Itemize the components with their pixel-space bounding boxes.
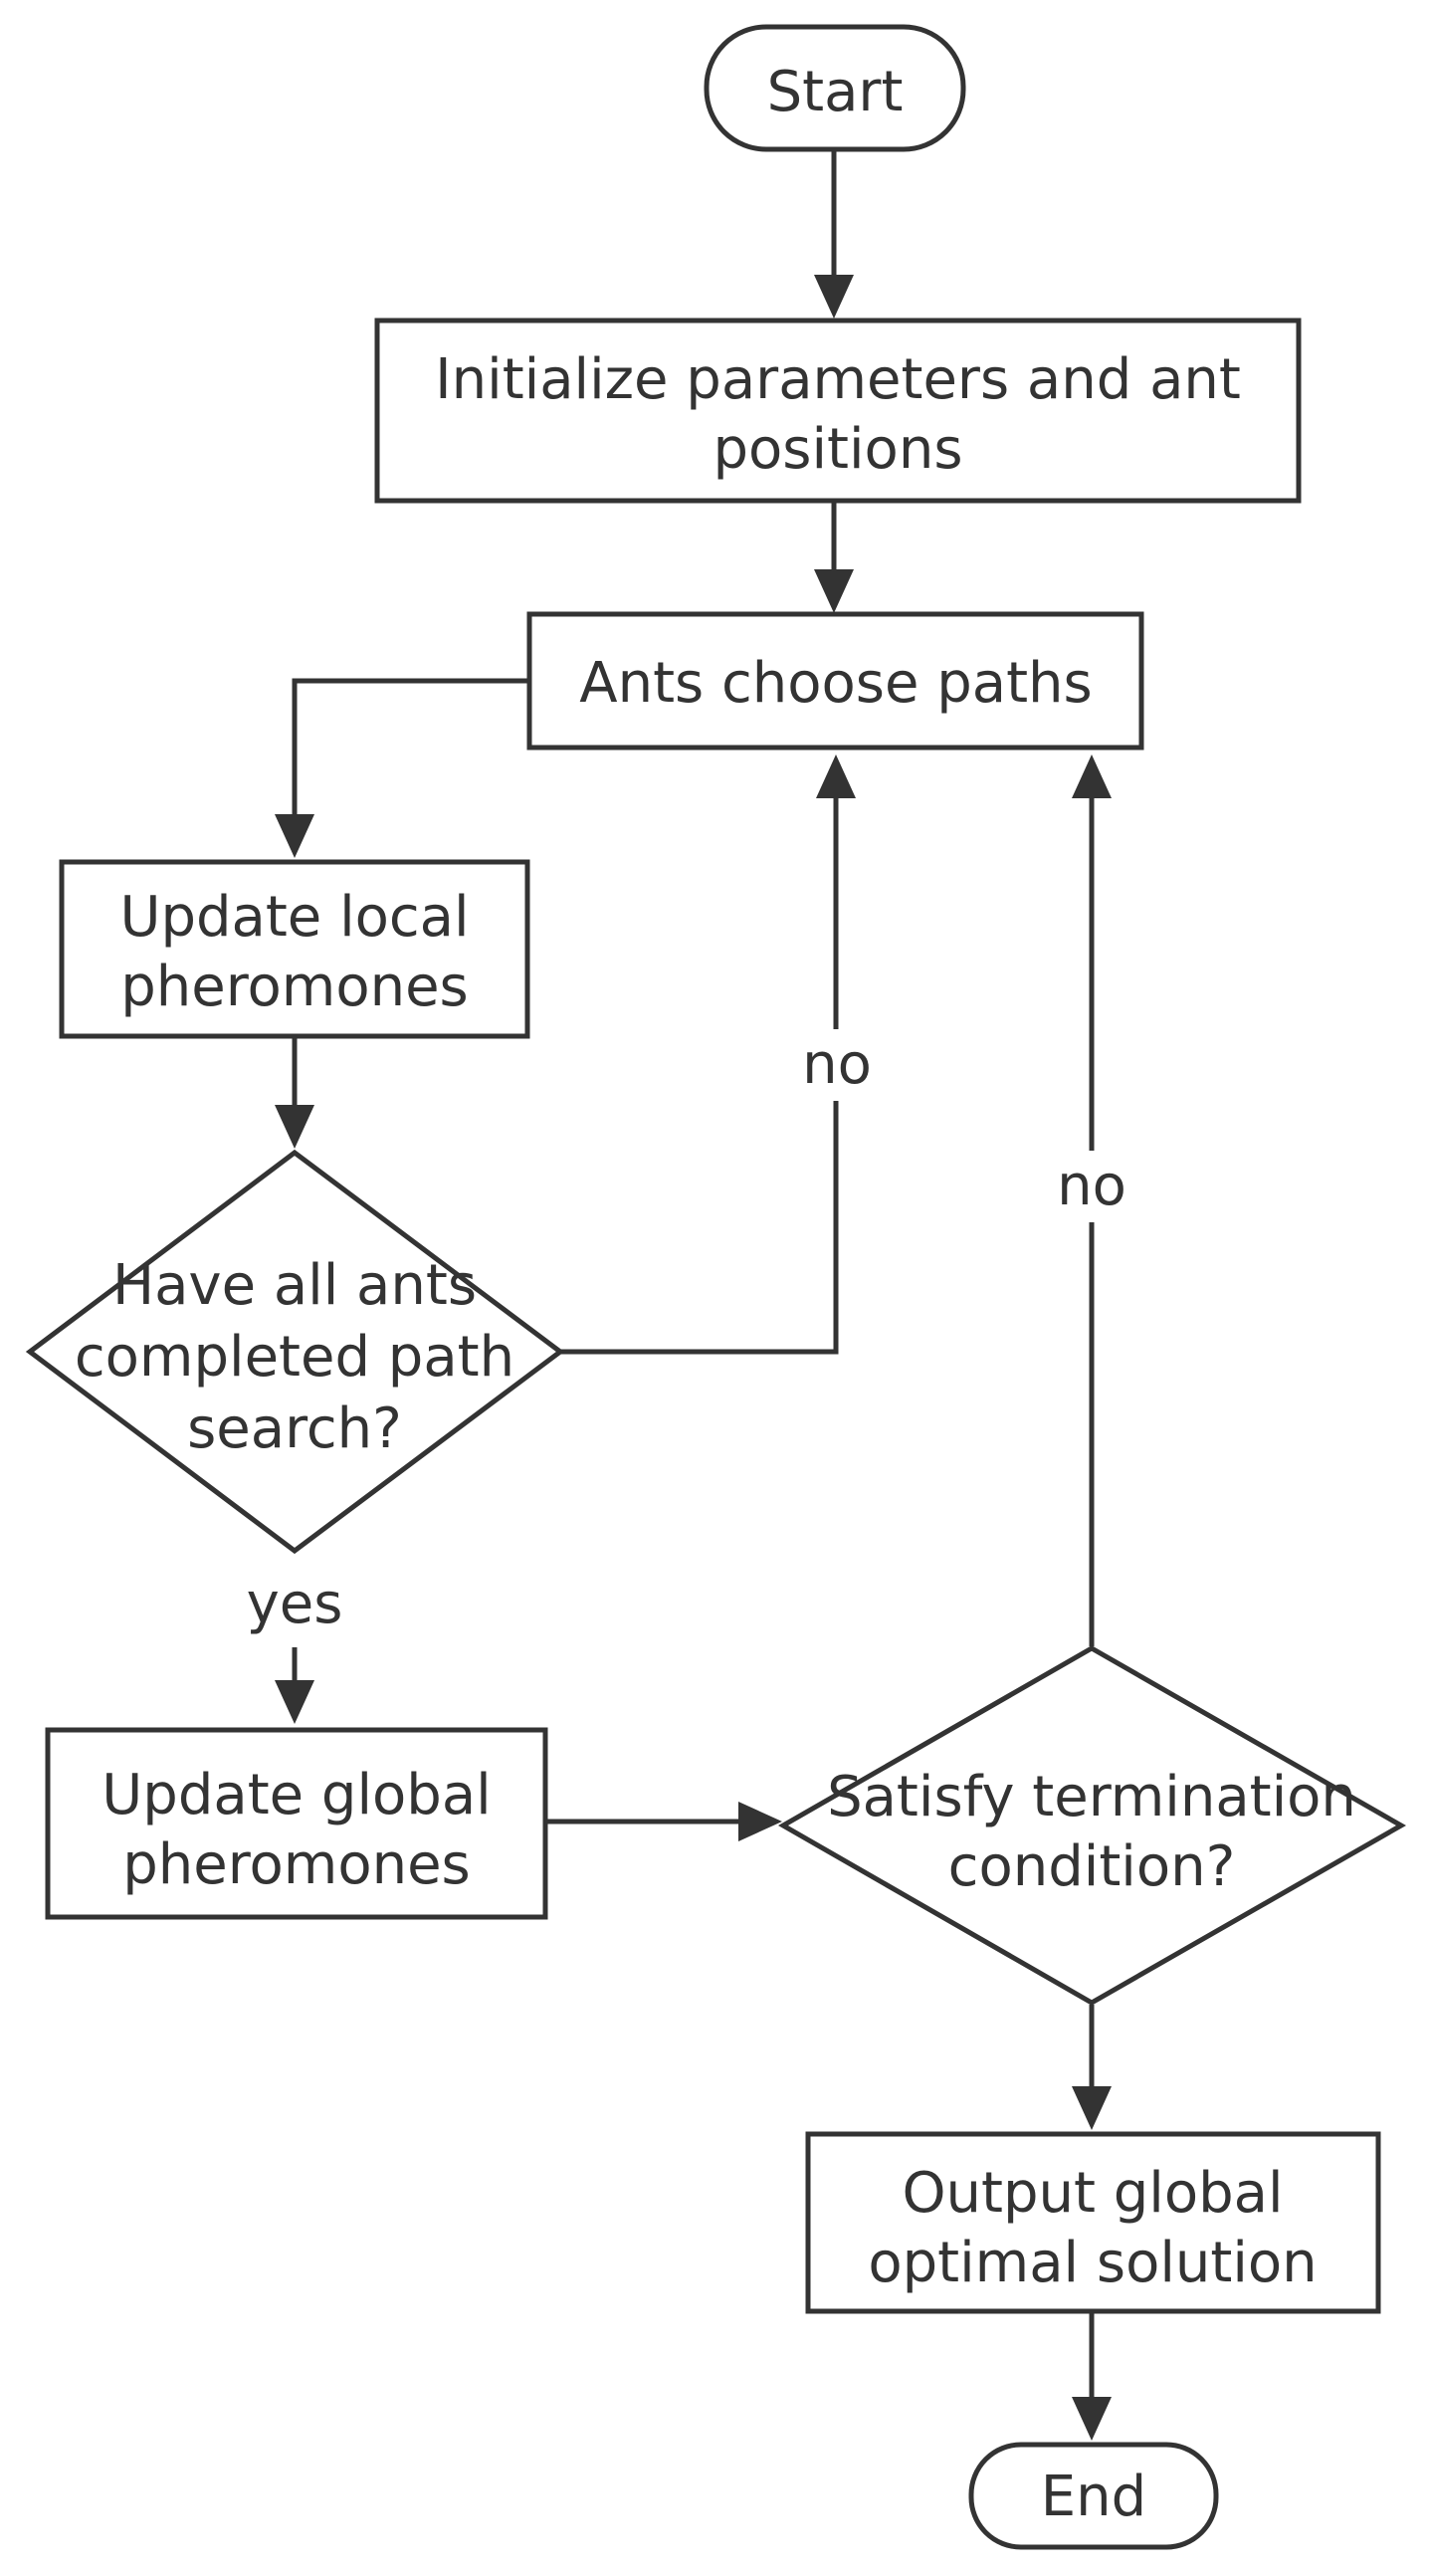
update-local-label-line1: Update local [119,885,469,950]
output-label-line1: Output global [902,2161,1283,2226]
output-label-line2: optimal solution [868,2231,1317,2295]
start-label: Start [767,60,904,124]
all-ants-decision-node: Have all ants completed path search? [25,1149,565,1555]
initialize-label-line1: Initialize parameters and ant [435,347,1241,412]
arrowhead [1072,2397,1112,2441]
arrowhead [275,1105,314,1149]
output-node: Output global optimal solution [805,2131,1381,2314]
all-ants-decision-line2: completed path [75,1325,514,1390]
arrowhead [738,1802,782,1841]
end-label: End [1041,2465,1146,2529]
arrowhead [816,754,856,798]
initialize-label-line2: positions [714,417,963,482]
edge-label-bg [792,1029,882,1101]
update-local-label-line2: pheromones [120,955,468,1019]
edge-choose-to-local [292,678,527,816]
all-ants-decision-line3: search? [187,1396,402,1461]
arrowhead [275,1680,314,1724]
choose-paths-label: Ants choose paths [579,651,1092,716]
termination-decision-line2: condition? [948,1834,1236,1899]
all-ants-decision-line1: Have all ants [112,1253,477,1318]
termination-decision-node: Satisfy termination condition? [777,1645,1407,2006]
arrowhead [1072,2086,1112,2130]
edge-label-check-no: no [802,1032,872,1097]
arrowhead [275,814,314,858]
edge-label-check-yes: yes [247,1572,343,1636]
arrowhead [1072,754,1112,798]
edge-label-bg [1047,1151,1136,1222]
update-global-label-line2: pheromones [122,1832,470,1897]
arrowhead [814,569,854,613]
start-node: Start [704,24,966,152]
edge-label-term-no: no [1057,1154,1126,1218]
initialize-node: Initialize parameters and ant positions [374,318,1302,504]
termination-decision-line1: Satisfy termination [827,1765,1356,1829]
arrowhead [814,275,854,319]
end-node: End [968,2442,1219,2550]
update-local-node: Update local pheromones [59,859,530,1039]
choose-paths-node: Ants choose paths [526,611,1144,751]
update-global-node: Update global pheromones [45,1727,548,1920]
update-global-label-line1: Update global [102,1763,491,1827]
edge-check-no-to-choose [560,796,839,1355]
